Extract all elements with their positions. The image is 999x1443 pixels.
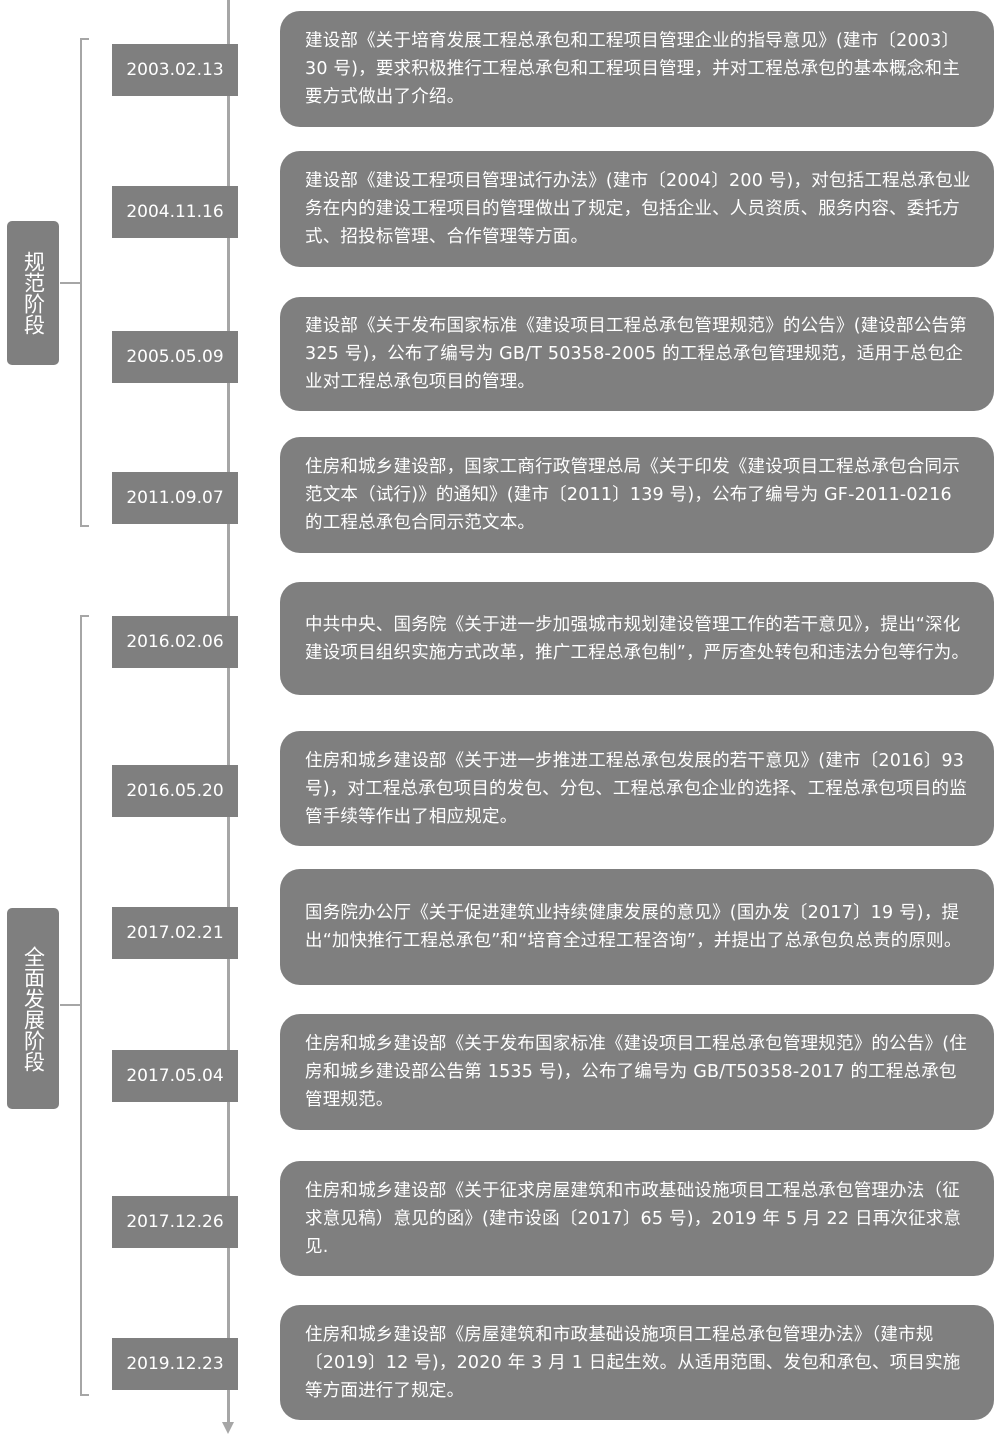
event-description: 住房和城乡建设部，国家工商行政管理总局《关于印发《建设项目工程总承包合同示范文本…	[305, 457, 960, 533]
event-card: 住房和城乡建设部，国家工商行政管理总局《关于印发《建设项目工程总承包合同示范文本…	[280, 437, 994, 553]
event-date: 2017.12.26	[112, 1196, 238, 1248]
event-date: 2016.02.06	[112, 616, 238, 668]
event-description: 建设部《建设工程项目管理试行办法》(建市〔2004〕200 号)，对包括工程总承…	[305, 171, 971, 247]
event-date: 2004.11.16	[112, 186, 238, 238]
event-card: 建设部《关于培育发展工程总承包和工程项目管理企业的指导意见》(建市〔2003〕3…	[280, 11, 994, 127]
event-card: 建设部《关于发布国家标准《建设项目工程总承包管理规范》的公告》(建设部公告第 3…	[280, 297, 994, 411]
event-description: 住房和城乡建设部《房屋建筑和市政基础设施项目工程总承包管理办法》（建市规〔201…	[305, 1324, 961, 1401]
stage-full-development: 全面发展阶段	[7, 908, 59, 1109]
event-description: 建设部《关于培育发展工程总承包和工程项目管理企业的指导意见》(建市〔2003〕3…	[305, 31, 960, 107]
event-date: 2017.02.21	[112, 907, 238, 959]
stage-bracket-tick	[60, 1004, 80, 1006]
timeline-axis	[227, 0, 230, 1424]
event-card: 住房和城乡建设部《关于征求房屋建筑和市政基础设施项目工程总承包管理办法（征求意见…	[280, 1161, 994, 1276]
event-card: 中共中央、国务院《关于进一步加强城市规划建设管理工作的若干意见》，提出“深化建设…	[280, 582, 994, 695]
event-date: 2016.05.20	[112, 765, 238, 817]
event-date: 2017.05.04	[112, 1050, 238, 1102]
event-date: 2005.05.09	[112, 331, 238, 383]
event-description: 中共中央、国务院《关于进一步加强城市规划建设管理工作的若干意见》，提出“深化建设…	[305, 614, 970, 663]
event-date: 2003.02.13	[112, 44, 238, 96]
stage-standardization: 规范阶段	[7, 221, 59, 365]
event-description: 住房和城乡建设部《关于进一步推进工程总承包发展的若干意见》(建市〔2016〕93…	[305, 750, 967, 827]
event-description: 住房和城乡建设部《关于征求房屋建筑和市政基础设施项目工程总承包管理办法（征求意见…	[305, 1180, 962, 1257]
stage-bracket-tick	[60, 282, 80, 284]
event-card: 国务院办公厅《关于促进建筑业持续健康发展的意见》(国办发〔2017〕19 号)，…	[280, 869, 994, 985]
stage-label: 规范阶段	[21, 251, 46, 335]
stage-bracket-full-development	[80, 615, 89, 1396]
stage-label: 全面发展阶段	[21, 945, 46, 1072]
event-description: 建设部《关于发布国家标准《建设项目工程总承包管理规范》的公告》(建设部公告第 3…	[305, 316, 967, 392]
event-card: 住房和城乡建设部《关于发布国家标准《建设项目工程总承包管理规范》的公告》(住房和…	[280, 1014, 994, 1130]
event-date: 2011.09.07	[112, 472, 238, 524]
event-description: 住房和城乡建设部《关于发布国家标准《建设项目工程总承包管理规范》的公告》(住房和…	[305, 1034, 967, 1110]
event-description: 国务院办公厅《关于促进建筑业持续健康发展的意见》(国办发〔2017〕19 号)，…	[305, 903, 962, 951]
event-card: 建设部《建设工程项目管理试行办法》(建市〔2004〕200 号)，对包括工程总承…	[280, 151, 994, 267]
event-date: 2019.12.23	[112, 1338, 238, 1390]
stage-bracket-standardization	[80, 38, 89, 527]
timeline-arrow-head	[222, 1422, 234, 1434]
event-card: 住房和城乡建设部《关于进一步推进工程总承包发展的若干意见》(建市〔2016〕93…	[280, 731, 994, 846]
event-card: 住房和城乡建设部《房屋建筑和市政基础设施项目工程总承包管理办法》（建市规〔201…	[280, 1305, 994, 1420]
